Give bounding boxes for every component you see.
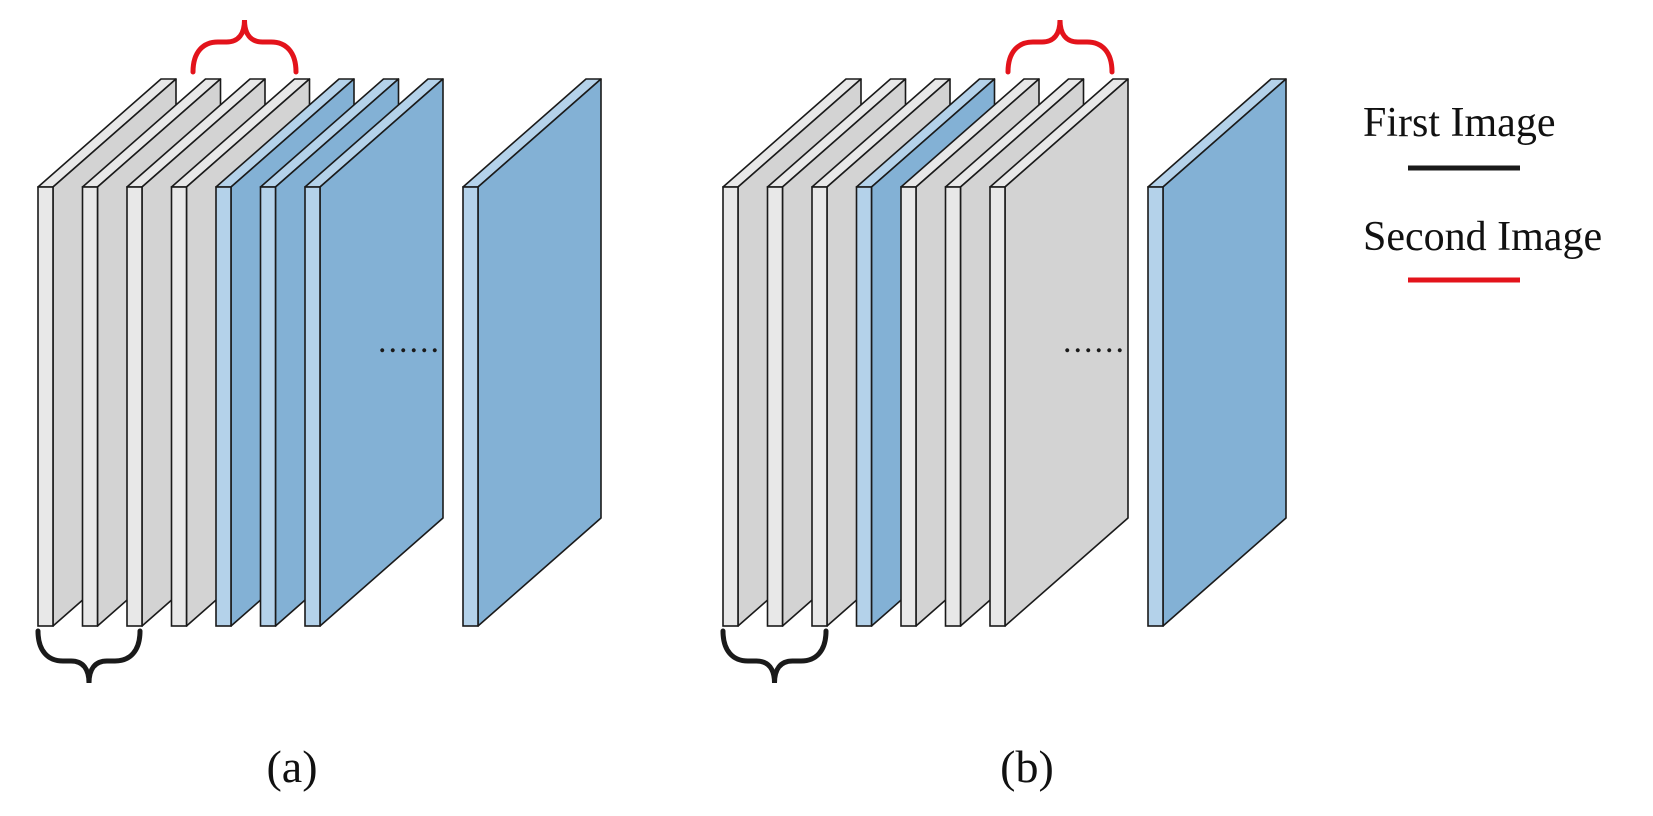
- isolated-slice: [1147, 78, 1287, 627]
- first-image-brace: [720, 628, 829, 684]
- legend-second-image-label: Second Image: [1363, 214, 1602, 260]
- legend-first-image-label: First Image: [1363, 100, 1555, 146]
- second-image-brace: [1005, 19, 1115, 75]
- ellipsis: ......: [1063, 323, 1126, 360]
- isolated-slice: [462, 78, 602, 627]
- ellipsis: ......: [378, 323, 441, 360]
- slice-7: [989, 78, 1129, 627]
- panel-b: ......: [720, 19, 1287, 684]
- panel-a: ......: [35, 19, 602, 684]
- slice-7: [304, 78, 444, 627]
- first-image-brace: [35, 628, 143, 684]
- second-image-brace: [190, 19, 299, 75]
- panel-a-label: (a): [266, 741, 317, 792]
- legend: First Image Second Image: [1363, 100, 1602, 283]
- panel-b-label: (b): [1000, 741, 1054, 792]
